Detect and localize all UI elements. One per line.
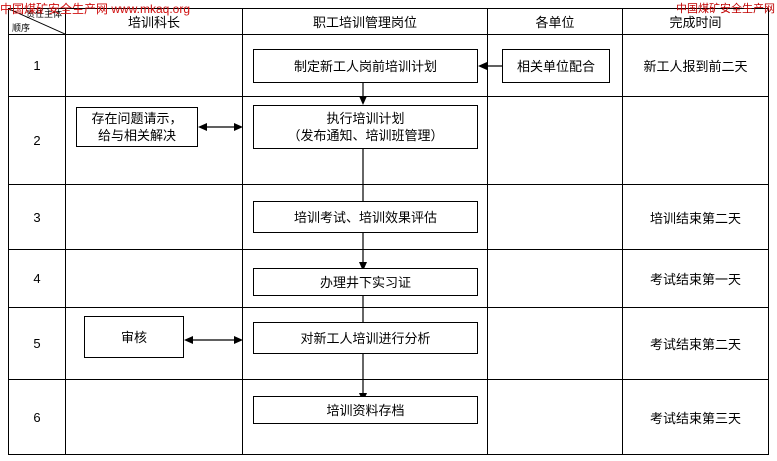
cell-units-3 bbox=[487, 184, 623, 250]
row-seq-1: 1 bbox=[8, 34, 66, 97]
header-col-time: 完成时间 bbox=[622, 8, 769, 35]
time-row-6: 考试结束第三天 bbox=[622, 379, 769, 455]
node-training-analysis[interactable]: 对新工人培训进行分析 bbox=[253, 322, 478, 354]
cell-management-5: 对新工人培训进行分析 bbox=[242, 307, 488, 402]
flow-area-trainer-5: 审核 bbox=[66, 308, 243, 379]
arrow-exam-to-permit bbox=[355, 233, 371, 271]
header-col-trainer: 培训科长 bbox=[65, 8, 243, 35]
flow-area-management-6: 培训资料存档 bbox=[243, 380, 487, 454]
node-unit-cooperation[interactable]: 相关单位配合 bbox=[502, 49, 610, 83]
flowchart-sheet: 责任主体 顺序 培训科长 职工培训管理岗位 各单位 完成时间 1 制定新工人岗前… bbox=[8, 8, 769, 455]
table-row: 3 培训考试、培训效果评估 培训结束第二天 bbox=[8, 184, 769, 271]
cell-trainer-2: 存在问题请示， 给与相关解决 bbox=[65, 96, 243, 185]
corner-label-bottom: 顺序 bbox=[12, 23, 31, 33]
table-row: 1 制定新工人岗前培训计划 相关单位配合 bbox=[8, 34, 769, 97]
cell-units-4 bbox=[487, 249, 623, 308]
cell-units-1: 相关单位配合 bbox=[487, 34, 623, 97]
time-row-3: 培训结束第二天 bbox=[622, 184, 769, 250]
corner-label-top: 责任主体 bbox=[25, 9, 62, 20]
arrow-review-to-analysis bbox=[184, 332, 243, 348]
cell-units-6 bbox=[487, 379, 623, 455]
cell-trainer-3 bbox=[65, 184, 243, 250]
row-seq-2: 2 bbox=[8, 96, 66, 185]
row-seq-3: 3 bbox=[8, 184, 66, 250]
row-seq-6: 6 bbox=[8, 379, 66, 455]
node-review[interactable]: 审核 bbox=[84, 316, 184, 358]
time-row-4: 考试结束第一天 bbox=[622, 249, 769, 308]
node-problem-request[interactable]: 存在问题请示， 给与相关解决 bbox=[76, 107, 198, 147]
watermark-left: 中国煤矿安全生产网 www.mkaq.org bbox=[0, 2, 191, 16]
flow-area-management-1: 制定新工人岗前培训计划 bbox=[243, 35, 598, 96]
cell-units-2 bbox=[487, 96, 623, 185]
flow-area-management-3: 培训考试、培训效果评估 bbox=[243, 185, 487, 271]
cell-management-3: 培训考试、培训效果评估 bbox=[242, 184, 488, 271]
flow-area-trainer-2: 存在问题请示， 给与相关解决 bbox=[66, 97, 243, 184]
watermark-right: 中国煤矿安全生产网 bbox=[676, 3, 775, 15]
cell-management-1: 制定新工人岗前培训计划 bbox=[242, 34, 598, 97]
table-row: 6 培训资料存档 考试结束第三天 bbox=[8, 379, 769, 455]
cell-trainer-1 bbox=[65, 34, 243, 97]
arrow-plan-to-execute bbox=[355, 81, 371, 105]
arrow-problem-to-execute bbox=[198, 119, 243, 135]
flowchart-table: 责任主体 顺序 培训科长 职工培训管理岗位 各单位 完成时间 1 制定新工人岗前… bbox=[8, 8, 769, 455]
header-col-management: 职工培训管理岗位 bbox=[242, 8, 488, 35]
row-seq-5: 5 bbox=[8, 307, 66, 380]
flow-area-management-4: 办理井下实习证 bbox=[243, 250, 487, 340]
table-header-row: 责任主体 顺序 培训科长 职工培训管理岗位 各单位 完成时间 bbox=[8, 8, 769, 35]
time-row-1: 新工人报到前二天 bbox=[622, 34, 769, 97]
flow-area-management-2: 执行培训计划 （发布通知、培训班管理） bbox=[243, 81, 487, 211]
header-col-units: 各单位 bbox=[487, 8, 623, 35]
cell-units-5 bbox=[487, 307, 623, 380]
node-execute-plan[interactable]: 执行培训计划 （发布通知、培训班管理） bbox=[253, 105, 478, 149]
arrow-analysis-to-archive bbox=[355, 354, 371, 402]
node-exam-evaluation[interactable]: 培训考试、培训效果评估 bbox=[253, 201, 478, 233]
cell-trainer-4 bbox=[65, 249, 243, 308]
flow-area-management-5: 对新工人培训进行分析 bbox=[243, 308, 487, 402]
row-seq-4: 4 bbox=[8, 249, 66, 308]
time-row-5: 考试结束第二天 bbox=[622, 307, 769, 380]
table-row: 4 办理井下实习证 考试结束第一天 bbox=[8, 249, 769, 340]
cell-trainer-5: 审核 bbox=[65, 307, 243, 380]
cell-management-6: 培训资料存档 bbox=[242, 379, 488, 455]
node-training-plan[interactable]: 制定新工人岗前培训计划 bbox=[253, 49, 478, 83]
time-row-2 bbox=[622, 96, 769, 185]
table-row: 2 存在问题请示， 给与相关解决 bbox=[8, 81, 769, 211]
flow-area-units-1: 相关单位配合 bbox=[488, 35, 622, 96]
cell-trainer-6 bbox=[65, 379, 243, 455]
node-archive[interactable]: 培训资料存档 bbox=[253, 396, 478, 424]
table-row: 5 审核 对新工人培训进行分析 bbox=[8, 307, 769, 402]
cell-management-2: 执行培训计划 （发布通知、培训班管理） bbox=[242, 81, 488, 211]
node-underground-permit[interactable]: 办理井下实习证 bbox=[253, 268, 478, 296]
